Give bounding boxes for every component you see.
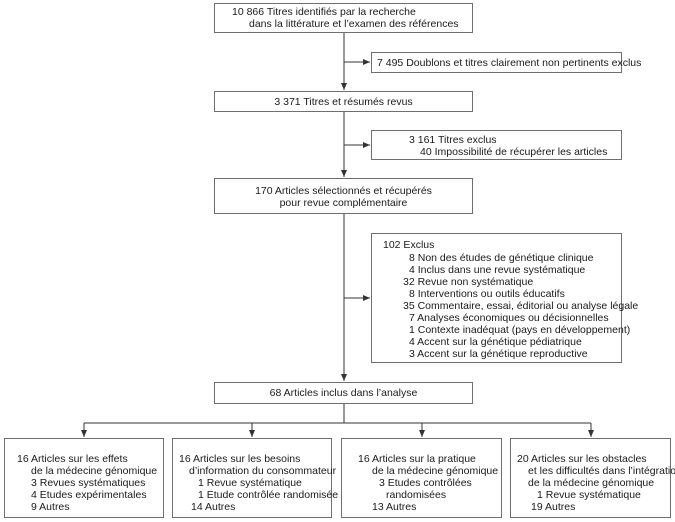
excluded-titles-line-1: 3 161 Titres exclus bbox=[409, 134, 497, 146]
reviewed-box: 3 371 Titres et résumés revus bbox=[214, 91, 473, 112]
selected-line-2: pour revue complémentaire bbox=[279, 197, 408, 209]
selected-line-1: 170 Articles sélectionnés et récupérés bbox=[255, 185, 432, 197]
category-line: 14 Autres bbox=[191, 501, 236, 513]
category-line: 9 Autres bbox=[31, 501, 70, 513]
excluded-102-item: 3 Accent sur la génétique reproductive bbox=[409, 348, 588, 360]
category-box-consumer-needs: 16 Articles sur les besoins d’informatio… bbox=[172, 438, 338, 518]
duplicates-line-1: 7 495 Doublons et titres clairement non … bbox=[377, 57, 642, 69]
category-line: 20 Articles sur les obstacles bbox=[517, 453, 647, 465]
excluded-102-item: 1 Contexte inadéquat (pays en développem… bbox=[409, 324, 631, 336]
category-line: 4 Etudes expérimentales bbox=[31, 489, 147, 501]
excluded-102-item: 4 Inclus dans une revue systématique bbox=[409, 264, 586, 276]
category-line: 1 Revue systématique bbox=[537, 489, 641, 501]
excluded-102-item: 35 Commentaire, essai, éditorial ou anal… bbox=[403, 300, 639, 312]
category-line: d’information du consommateur bbox=[189, 465, 337, 477]
category-box-effects: 16 Articles sur les effets de la médecin… bbox=[4, 438, 164, 518]
category-box-practice: 16 Articles sur la pratique de la médeci… bbox=[341, 438, 502, 518]
category-line: et les difficultés dans l’intégration bbox=[528, 465, 675, 477]
category-line: 3 Etudes contrôlées bbox=[379, 477, 472, 489]
category-line: 19 Autres bbox=[531, 501, 576, 513]
included-line-1: 68 Articles inclus dans l’analyse bbox=[269, 387, 418, 399]
category-line: 1 Etude contrôlée randomisée bbox=[198, 489, 339, 501]
excluded-102-item: 8 Non des études de génétique clinique bbox=[409, 252, 594, 264]
excluded-titles-line-2: 40 Impossibilité de récupérer les articl… bbox=[420, 146, 608, 158]
identified-line-2: dans la littérature et l’examen des réfé… bbox=[249, 18, 459, 30]
identified-box: 10 866 Titres identifiés par la recherch… bbox=[214, 3, 473, 33]
duplicates-box: 7 495 Doublons et titres clairement non … bbox=[371, 52, 641, 73]
category-line: 3 Revues systématiques bbox=[31, 477, 146, 489]
category-line: 1 Revue systématique bbox=[198, 477, 302, 489]
excluded-102-box: 102 Exclus 8 Non des études de génétique… bbox=[371, 233, 638, 363]
reviewed-line-1: 3 371 Titres et résumés revus bbox=[274, 96, 413, 108]
included-box: 68 Articles inclus dans l’analyse bbox=[214, 382, 473, 404]
category-line: 13 Autres bbox=[372, 501, 417, 513]
category-box-obstacles: 20 Articles sur les obstacles et les dif… bbox=[510, 438, 675, 518]
category-line: 16 Articles sur les effets bbox=[17, 453, 128, 465]
excluded-102-item: 8 Interventions ou outils éducatifs bbox=[409, 288, 565, 300]
category-line: 16 Articles sur les besoins bbox=[179, 453, 301, 465]
selected-box: 170 Articles sélectionnés et récupérés p… bbox=[214, 178, 473, 214]
excluded-102-item: 7 Analyses économiques ou décisionnelles bbox=[409, 312, 609, 324]
excluded-102-item: 4 Accent sur la génétique pédiatrique bbox=[409, 336, 582, 348]
category-line: 16 Articles sur la pratique bbox=[358, 453, 476, 465]
excluded-102-title: 102 Exclus bbox=[383, 239, 435, 251]
category-line: de la médecine génomique bbox=[372, 465, 499, 477]
excluded-102-item: 32 Revue non systématique bbox=[403, 276, 534, 288]
identified-line-1: 10 866 Titres identifiés par la recherch… bbox=[232, 6, 416, 18]
category-line: de la médecine génomique bbox=[528, 477, 655, 489]
category-line: randomisées bbox=[386, 489, 447, 501]
excluded-titles-box: 3 161 Titres exclus 40 Impossibilité de … bbox=[371, 130, 622, 160]
category-line: de la médecine génomique bbox=[31, 465, 158, 477]
